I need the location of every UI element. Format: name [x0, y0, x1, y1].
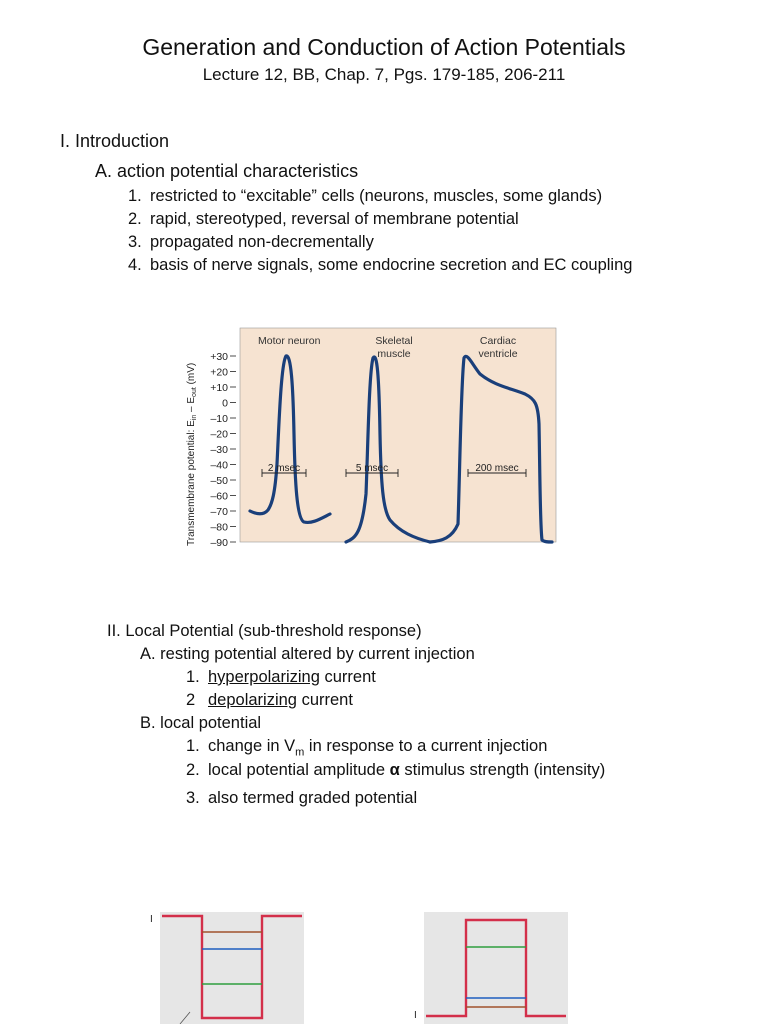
tick-label: 0: [222, 398, 228, 410]
cardiac-label-1: Cardiac: [480, 335, 516, 347]
list-item: 3.also termed graded potential: [186, 789, 418, 807]
scale-bar-motor-label: 2 msec: [268, 463, 300, 474]
tick-label: –90: [210, 537, 228, 549]
section-1-heading: I. Introduction: [60, 131, 170, 151]
current-injection-figure: I I: [150, 912, 568, 1024]
section-1-sub-a: A. action potential characteristics: [95, 161, 359, 181]
page-title: Generation and Conduction of Action Pote…: [142, 34, 626, 60]
figure-background: [239, 327, 557, 543]
cardiac-label-2: ventricle: [478, 348, 517, 360]
tick-label: –70: [210, 506, 228, 518]
y-axis-label: Transmembrane potential: Ein – Eout (mV): [186, 363, 198, 546]
tick-label: –10: [210, 413, 228, 425]
skeletal-label-1: Skeletal: [375, 335, 412, 347]
list-item: 1.restricted to “excitable” cells (neuro…: [128, 187, 603, 205]
tick-label: –40: [210, 460, 228, 472]
right-pulse-trace: [426, 918, 566, 1018]
list-item: 2.local potential amplitude α stimulus s…: [186, 761, 606, 779]
skeletal-label-2: muscle: [377, 348, 410, 360]
motor-neuron-label: Motor neuron: [258, 335, 321, 347]
action-potential-figure: Transmembrane potential: Ein – Eout (mV)…: [186, 327, 557, 549]
list-item: 1.hyperpolarizing current: [186, 668, 376, 686]
section-2-sub-b: B. local potential: [140, 714, 262, 732]
right-panel-background: [424, 912, 568, 1024]
tick-label: –20: [210, 429, 228, 441]
tick-label: –60: [210, 491, 228, 503]
tick-label: +20: [210, 367, 228, 379]
scale-bar-skeletal-label: 5 msec: [356, 463, 388, 474]
cardiac-ventricle-trace: [428, 354, 554, 544]
left-panel-background: [160, 912, 304, 1024]
scale-bars: [261, 469, 527, 477]
scale-bar-cardiac-label: 200 msec: [475, 463, 518, 474]
list-item: 2.rapid, stereotyped, reversal of membra…: [128, 210, 519, 228]
tick-label: –80: [210, 522, 228, 534]
list-item: 4.basis of nerve signals, some endocrine…: [128, 256, 633, 274]
tick-label: –50: [210, 475, 228, 487]
tick-label: +30: [210, 351, 228, 363]
left-pulse-trace: [162, 914, 302, 1020]
motor-neuron-trace: [248, 354, 332, 525]
right-panel-label: I: [414, 1010, 417, 1021]
skeletal-muscle-trace: [344, 355, 432, 544]
page-subtitle: Lecture 12, BB, Chap. 7, Pgs. 179-185, 2…: [202, 65, 566, 84]
list-item: 3.propagated non-decrementally: [128, 233, 374, 251]
section-2-sub-a: A. resting potential altered by current …: [140, 645, 475, 663]
tick-marks: [230, 355, 236, 543]
tick-label: +10: [210, 382, 228, 394]
section-2-heading: II. Local Potential (sub-threshold respo…: [107, 622, 422, 640]
left-panel-label: I: [150, 914, 153, 925]
left-pointer-line: [179, 1011, 191, 1024]
tick-label: –30: [210, 444, 228, 456]
list-item: 1.change in Vm in response to a current …: [186, 737, 548, 759]
